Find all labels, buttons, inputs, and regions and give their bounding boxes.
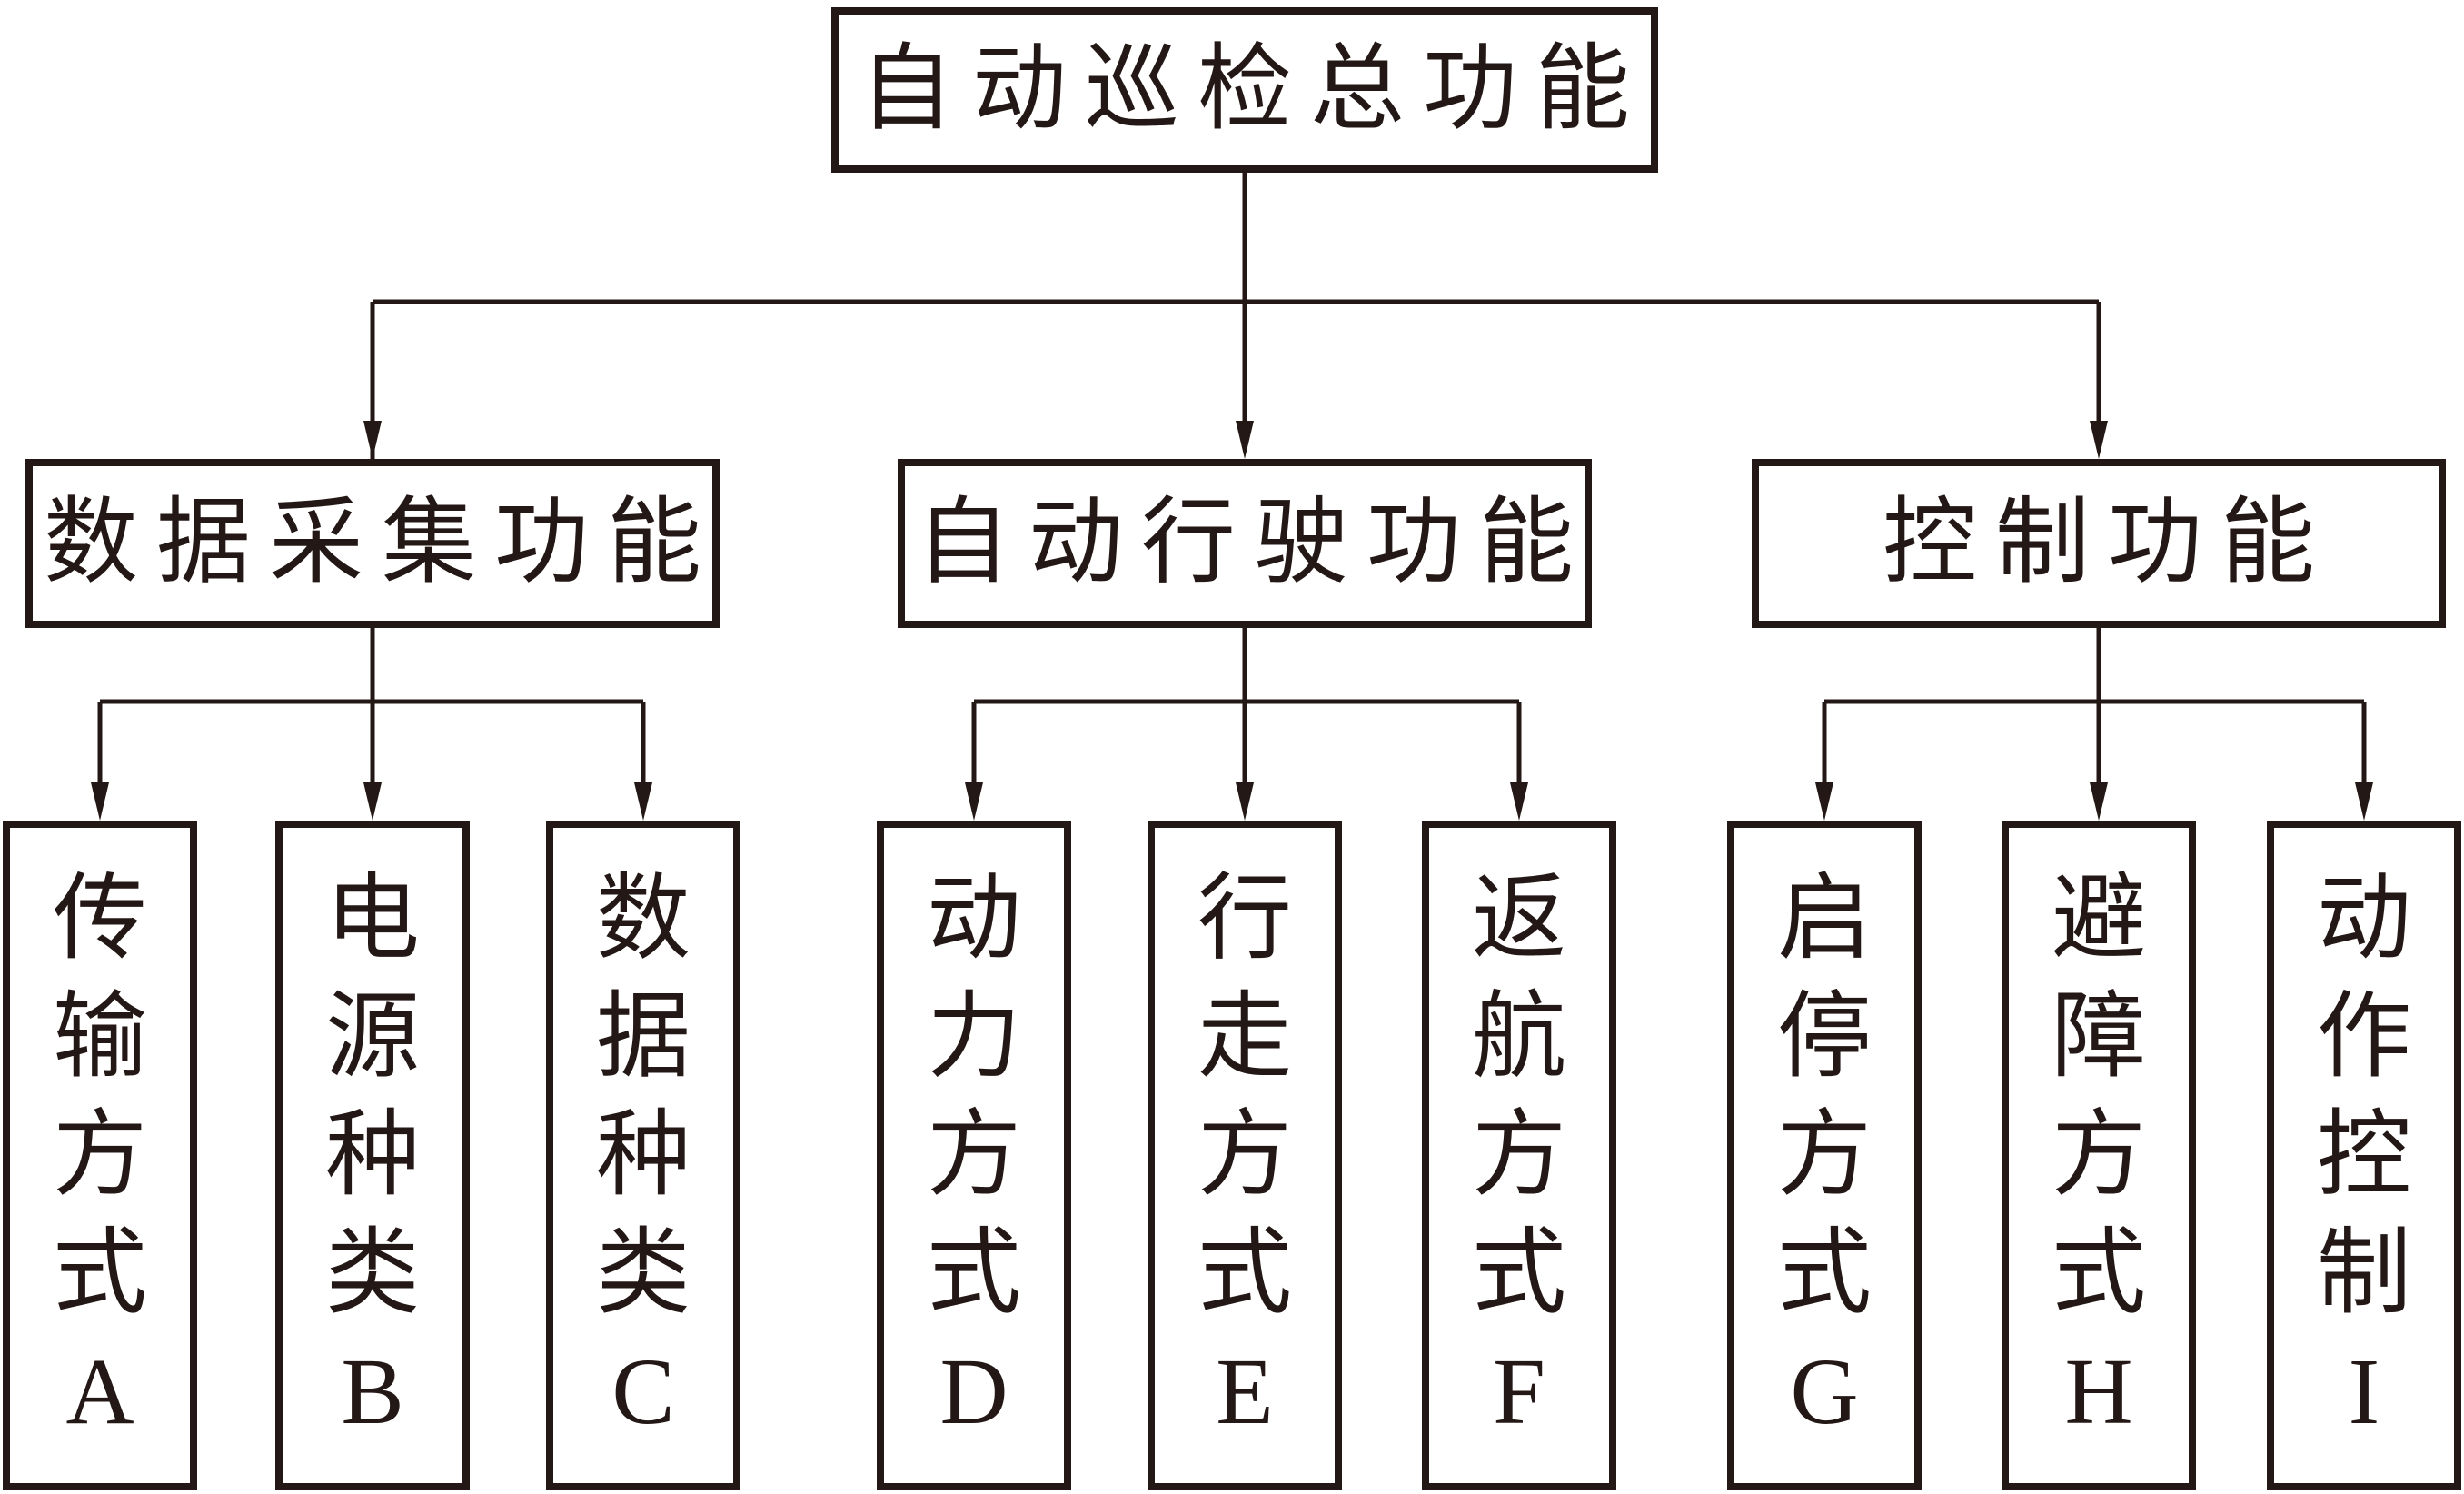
arrowhead-icon [1236, 421, 1254, 459]
arrowhead-icon [1510, 782, 1528, 821]
leaf-label-char: 电 [324, 866, 420, 971]
leaf-label-char: 力 [926, 984, 1021, 1090]
leaf-label-char: G [1790, 1339, 1859, 1444]
leaf-label-char: I [2348, 1339, 2380, 1444]
leaf-label-char: 种 [595, 1102, 691, 1208]
node-branch-label: 自动行驶功能 [915, 491, 1592, 595]
leaf-label-char: 方 [52, 1102, 147, 1208]
leaf-label-char: 控 [2316, 1102, 2411, 1208]
leaf-label-char: 据 [595, 984, 691, 1090]
node-root-label: 自动巡检总功能 [859, 37, 1648, 142]
leaf-label-char: 制 [2316, 1220, 2411, 1326]
leaf-label-char: 式 [1471, 1220, 1566, 1326]
leaf-label-char: D [939, 1339, 1008, 1444]
leaf-label-char: 源 [324, 984, 420, 1090]
leaf-label-char: 输 [52, 984, 147, 1090]
leaf-label-char: 类 [324, 1220, 420, 1326]
arrowhead-icon [2090, 782, 2108, 821]
leaf-label-char: 式 [52, 1220, 147, 1326]
node-branch-data-collection: 数据采集功能 [25, 459, 720, 628]
leaf-label-char: 停 [1776, 984, 1872, 1090]
arrowhead-icon [1236, 782, 1254, 821]
leaf-label-char: C [611, 1339, 675, 1444]
leaf-label-char: 类 [595, 1220, 691, 1326]
leaf-label-char: 数 [595, 866, 691, 971]
arrowhead-icon [363, 782, 382, 821]
leaf-label-char: 作 [2316, 984, 2411, 1090]
arrowhead-icon [1815, 782, 1833, 821]
leaf-label-char: 启 [1776, 866, 1872, 971]
leaf-label-char: A [65, 1339, 134, 1444]
leaf-label-char: 走 [1197, 984, 1292, 1090]
arrowhead-icon [2090, 421, 2108, 459]
leaf-label-char: 动 [2316, 866, 2411, 971]
arrowhead-icon [91, 782, 109, 821]
leaf-label-char: 返 [1471, 866, 1566, 971]
arrowhead-icon [965, 782, 983, 821]
leaf-label-char: 方 [1776, 1102, 1872, 1208]
leaf-label-char: 动 [926, 866, 1021, 971]
leaf-label-char: B [341, 1339, 404, 1444]
leaf-label-char: 避 [2051, 866, 2146, 971]
leaf-label-char: 行 [1197, 866, 1292, 971]
leaf-label-char: E [1216, 1339, 1274, 1444]
leaf-label-char: 方 [1197, 1102, 1292, 1208]
leaf-label-char: 传 [52, 866, 147, 971]
leaf-label-char: H [2064, 1339, 2133, 1444]
node-branch-label: 控制功能 [1882, 491, 2333, 595]
arrowhead-icon [363, 421, 382, 459]
arrowhead-icon [2355, 782, 2373, 821]
leaf-label-char: 方 [926, 1102, 1021, 1208]
node-root: 自动巡检总功能 [831, 7, 1658, 173]
node-branch-auto-driving: 自动行驶功能 [898, 459, 1592, 628]
leaf-label-char: 种 [324, 1102, 420, 1208]
leaf-label-char: 障 [2051, 984, 2146, 1090]
leaf-label-char: 式 [926, 1220, 1021, 1326]
leaf-label-char: 航 [1471, 984, 1566, 1090]
leaf-label-char: 方 [1471, 1102, 1566, 1208]
node-branch-label: 数据采集功能 [43, 491, 720, 595]
arrowhead-icon [634, 782, 652, 821]
leaf-label-char: F [1493, 1339, 1545, 1444]
node-branch-control: 控制功能 [1752, 459, 2446, 628]
leaf-label-char: 式 [2051, 1220, 2146, 1326]
leaf-label-char: 式 [1197, 1220, 1292, 1326]
leaf-label-char: 式 [1776, 1220, 1872, 1326]
leaf-label-char: 方 [2051, 1102, 2146, 1208]
